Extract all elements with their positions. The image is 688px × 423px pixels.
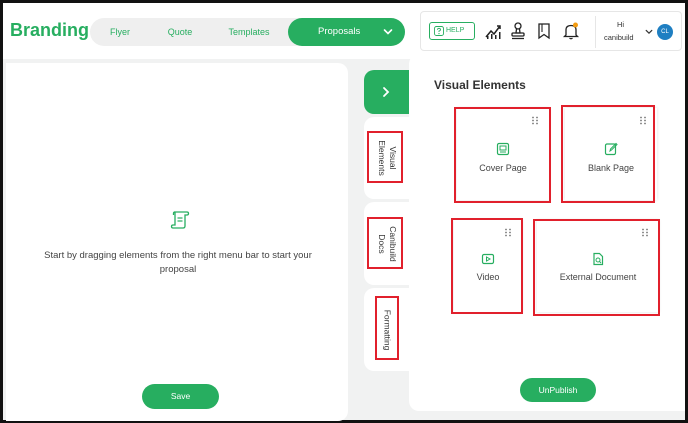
notification-bell-icon[interactable] (561, 21, 581, 41)
stamp-icon[interactable] (508, 21, 528, 41)
drag-handle-icon[interactable] (504, 228, 512, 237)
toolbox-divider (595, 16, 596, 48)
highlight-box (367, 217, 403, 269)
card-blank-page[interactable]: Blank Page (565, 108, 657, 200)
user-menu-chevron-icon[interactable] (645, 28, 653, 36)
card-cover-page[interactable]: Cover Page (457, 108, 549, 200)
highlight-box (561, 105, 655, 203)
chevron-right-icon (383, 87, 390, 97)
user-greeting: Hi (617, 20, 625, 29)
highlight-box (451, 218, 523, 314)
card-label: External Document (559, 272, 637, 282)
avatar[interactable]: CL (657, 24, 673, 40)
external-document-icon (593, 252, 604, 266)
drag-handle-icon[interactable] (641, 228, 649, 237)
save-button[interactable]: Save (142, 384, 219, 409)
highlight-box (454, 107, 551, 203)
chevron-down-icon (383, 29, 393, 35)
empty-canvas-message: Start by dragging elements from the righ… (44, 250, 312, 275)
highlight-box (367, 131, 403, 183)
panel-toggle-button[interactable] (364, 70, 409, 114)
tab-quote[interactable]: Quote (167, 27, 193, 37)
card-label: Cover Page (479, 163, 527, 173)
question-icon (434, 26, 444, 36)
highlight-box (533, 219, 660, 316)
bookmark-icon[interactable] (534, 21, 554, 41)
drag-handle-icon[interactable] (531, 116, 539, 125)
top-header: Branding Flyer Quote Templates Proposals… (3, 3, 685, 59)
unpublish-button[interactable]: UnPublish (520, 378, 596, 402)
highlight-box (375, 296, 399, 360)
card-label: Video (476, 272, 500, 282)
help-label: HELP (446, 27, 465, 34)
tab-formatting[interactable]: Formatting (364, 288, 409, 371)
card-external-document[interactable]: External Document (537, 220, 659, 312)
visual-elements-panel: Visual Elements Cover Page (409, 54, 685, 411)
tab-proposals-label: Proposals (318, 26, 361, 37)
video-icon (481, 253, 495, 265)
drag-handle-icon[interactable] (639, 116, 647, 125)
help-button[interactable]: HELP (429, 22, 475, 40)
proposal-canvas[interactable]: Start by dragging elements from the righ… (6, 63, 348, 421)
brand-title: Branding (10, 20, 89, 40)
cover-page-icon (496, 142, 510, 156)
card-label: Blank Page (587, 163, 635, 173)
analytics-icon[interactable] (483, 21, 503, 41)
tab-templates[interactable]: Templates (228, 27, 270, 37)
panel-title: Visual Elements (434, 78, 526, 92)
user-name[interactable]: canibuild (604, 33, 634, 42)
tab-flyer[interactable]: Flyer (110, 27, 130, 37)
module-tab-bar: Flyer Quote Templates Proposals (90, 18, 405, 46)
tab-proposals[interactable]: Proposals (288, 18, 405, 46)
card-video[interactable]: Video (454, 220, 522, 312)
scroll-document-icon (170, 211, 190, 229)
header-toolbox: HELP (420, 11, 682, 51)
blank-page-icon (604, 142, 618, 156)
